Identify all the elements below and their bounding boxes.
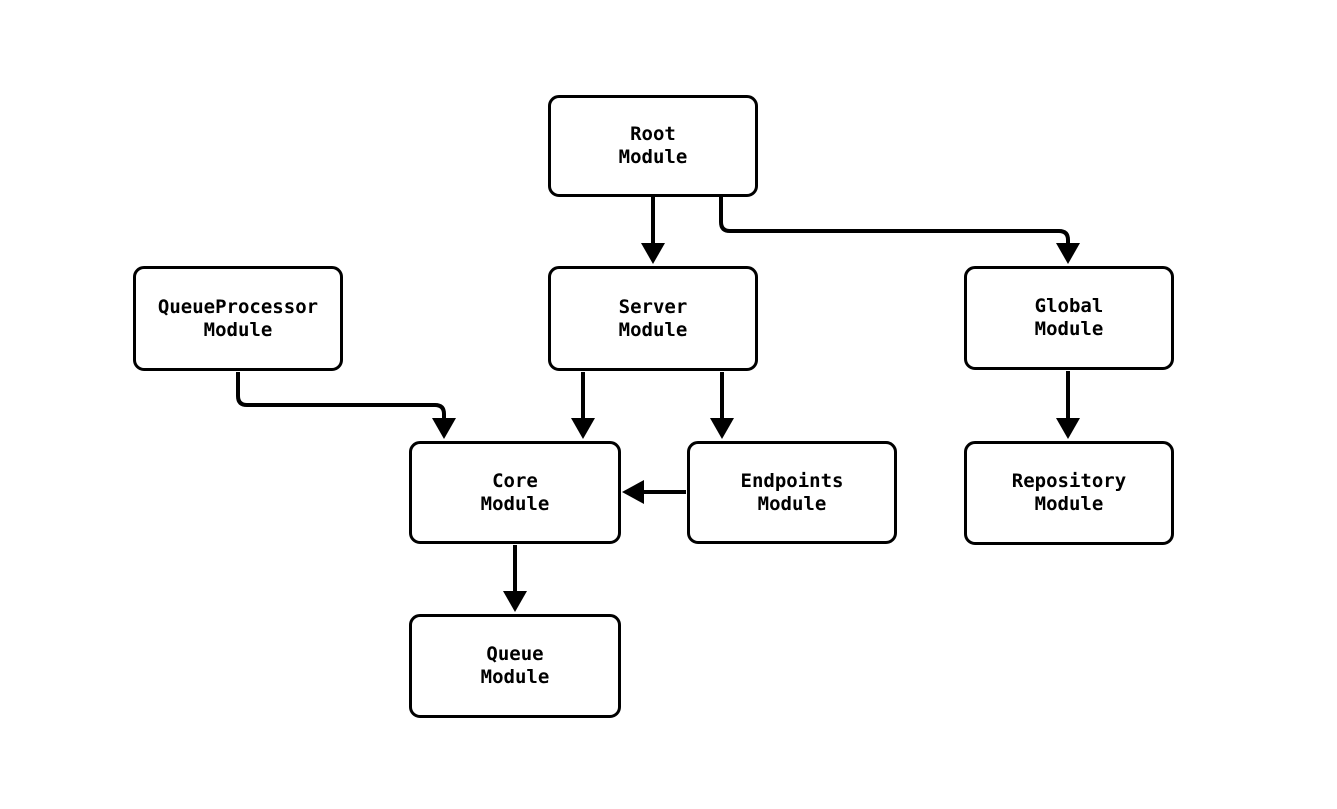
node-repository-module-label: Repository Module xyxy=(1011,470,1127,515)
edge-root-to-global xyxy=(719,197,1080,264)
node-core-module[interactable]: Core Module xyxy=(409,441,621,544)
node-core-module-label: Core Module xyxy=(480,469,550,515)
node-global-module-label: Global Module xyxy=(1034,295,1104,340)
edge-queueprocessor-to-core xyxy=(236,372,456,439)
node-root-module-label: Root Module xyxy=(618,123,688,168)
edge-server-to-endpoints xyxy=(710,372,734,439)
node-endpoints-module[interactable]: Endpoints Module xyxy=(687,441,897,544)
edge-core-to-queue xyxy=(503,545,527,612)
node-queueprocessor-module-label: QueueProcessor Module xyxy=(157,295,319,341)
edge-root-to-server xyxy=(641,197,665,264)
node-repository-module[interactable]: Repository Module xyxy=(964,441,1174,545)
node-queueprocessor-module[interactable]: QueueProcessor Module xyxy=(133,266,343,371)
edge-server-to-core xyxy=(571,372,595,439)
edge-endpoints-to-core xyxy=(622,480,686,504)
edge-global-to-repository xyxy=(1056,371,1080,439)
node-endpoints-module-label: Endpoints Module xyxy=(740,469,844,515)
node-queue-module[interactable]: Queue Module xyxy=(409,614,621,718)
node-server-module-label: Server Module xyxy=(618,295,688,341)
node-root-module[interactable]: Root Module xyxy=(548,95,758,197)
node-server-module[interactable]: Server Module xyxy=(548,266,758,371)
node-global-module[interactable]: Global Module xyxy=(964,266,1174,370)
node-queue-module-label: Queue Module xyxy=(480,643,550,688)
